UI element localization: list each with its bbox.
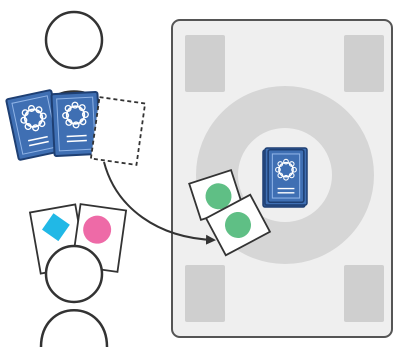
- board-slot-top-right: [344, 35, 384, 92]
- table-blue-deck: [263, 148, 307, 207]
- board-slot-bottom-left: [185, 265, 225, 322]
- board-slot-top-left: [185, 35, 225, 92]
- bottom-player-head: [46, 246, 102, 302]
- top-player-hand: [6, 90, 145, 165]
- bottom-player-body: [41, 310, 107, 347]
- bottom-player: [41, 246, 107, 347]
- hand-empty-card-slot: [91, 97, 145, 165]
- top-player-head: [46, 12, 102, 68]
- board-slot-bottom-right: [344, 265, 384, 322]
